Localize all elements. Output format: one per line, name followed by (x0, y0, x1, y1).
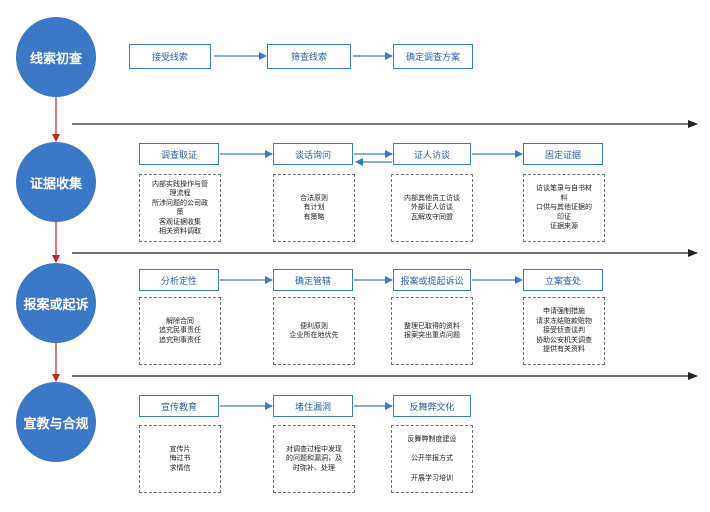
step-box: 固定证据 (523, 143, 603, 165)
step-box: 反舞弊文化 (393, 395, 471, 417)
step-box: 确定调查方案 (393, 44, 473, 69)
phase-circle-education: 宣教与合规 (16, 382, 96, 462)
phase-circle-initial-check: 线索初查 (16, 17, 96, 97)
step-box: 筛查线索 (267, 44, 351, 69)
detail-box: 便利原则企业所在地优先 (273, 297, 355, 365)
detail-box: 宣传片悔过书求情信 (139, 425, 221, 493)
detail-box: 内部其他员工访谈外部证人访谈瓦解攻守同盟 (391, 174, 473, 242)
detail-box: 解除合同追究民事责任追究刑事责任 (139, 297, 221, 365)
step-box: 报案或提起诉讼 (393, 269, 471, 291)
phase-circle-report: 报案或起诉 (16, 263, 96, 343)
step-box: 堵住漏洞 (273, 395, 353, 417)
step-box: 调查取证 (139, 143, 219, 165)
detail-box: 对调查过程中发现的问题和漏洞，及时弥补、处理 (273, 425, 355, 493)
detail-box: 合法原则有计划有策略 (273, 174, 355, 242)
detail-box: 申请强制措施请求冻结赃款赃物接受侦查谈判协助公安机关调查提供有关资料 (523, 297, 605, 365)
detail-box: 反舞弊制度建设公开举报方式开展学习培训 (391, 425, 473, 493)
step-box: 谈话询问 (273, 143, 353, 165)
detail-box: 内部实践操作与管理流程所涉问题的公司政策客观证据收集相关资料调取 (139, 174, 221, 242)
detail-box: 访谈笔录与自书材料口供与其他证据的印证证据来源 (523, 174, 605, 242)
phase-circle-evidence: 证据收集 (16, 142, 96, 222)
detail-box: 整理已取得的资料报案突出重点问题 (391, 297, 473, 365)
step-box: 证人访谈 (393, 143, 471, 165)
step-box: 分析定性 (139, 269, 219, 291)
step-box: 接受线索 (129, 44, 211, 69)
step-box: 宣传教育 (139, 395, 219, 417)
step-box: 立案查处 (523, 269, 603, 291)
step-box: 确定管辖 (273, 269, 353, 291)
